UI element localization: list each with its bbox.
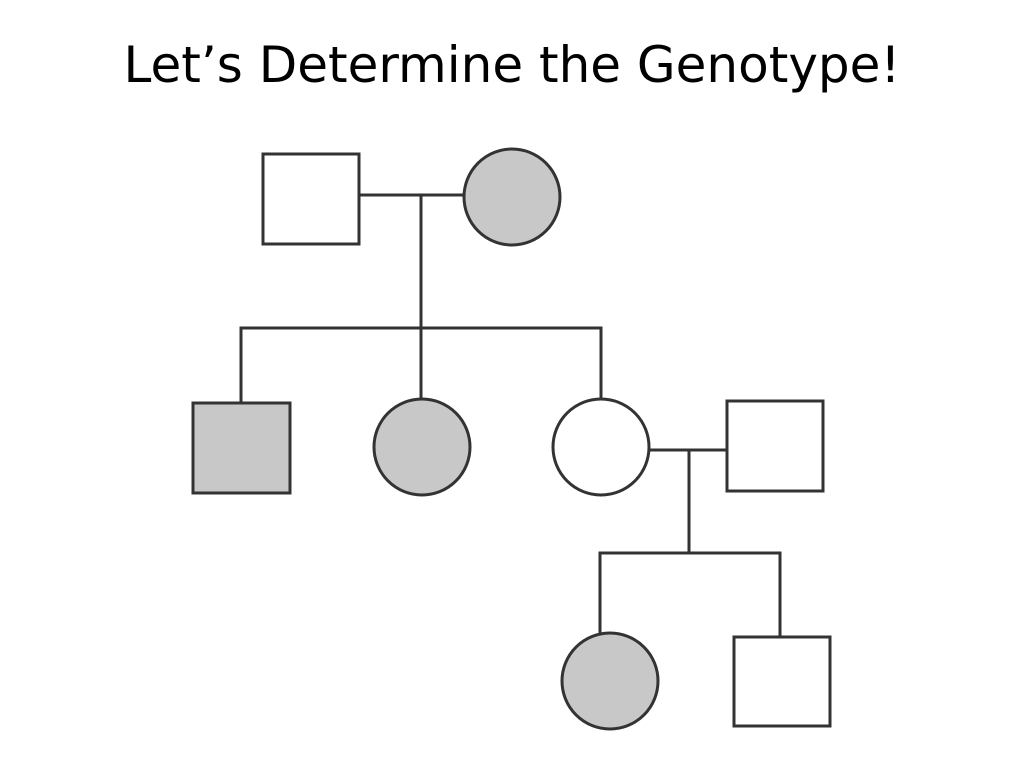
male-affected-gen2-son — [191, 401, 292, 495]
male-unaffected-gen3-son — [732, 635, 832, 728]
male-unaffected-gen2-spouse — [725, 399, 825, 493]
female-unaffected-gen2-daughter-2 — [551, 397, 651, 497]
female-affected-gen1-mother — [462, 147, 562, 247]
female-affected-gen3-daughter — [560, 631, 660, 731]
female-affected-gen2-daughter-1 — [372, 397, 472, 497]
male-unaffected-gen1-father — [261, 152, 361, 246]
slide-title: Let’s Determine the Genotype! — [123, 36, 901, 94]
pedigree-lines — [239, 193, 782, 639]
pedigree-individuals — [191, 147, 832, 731]
